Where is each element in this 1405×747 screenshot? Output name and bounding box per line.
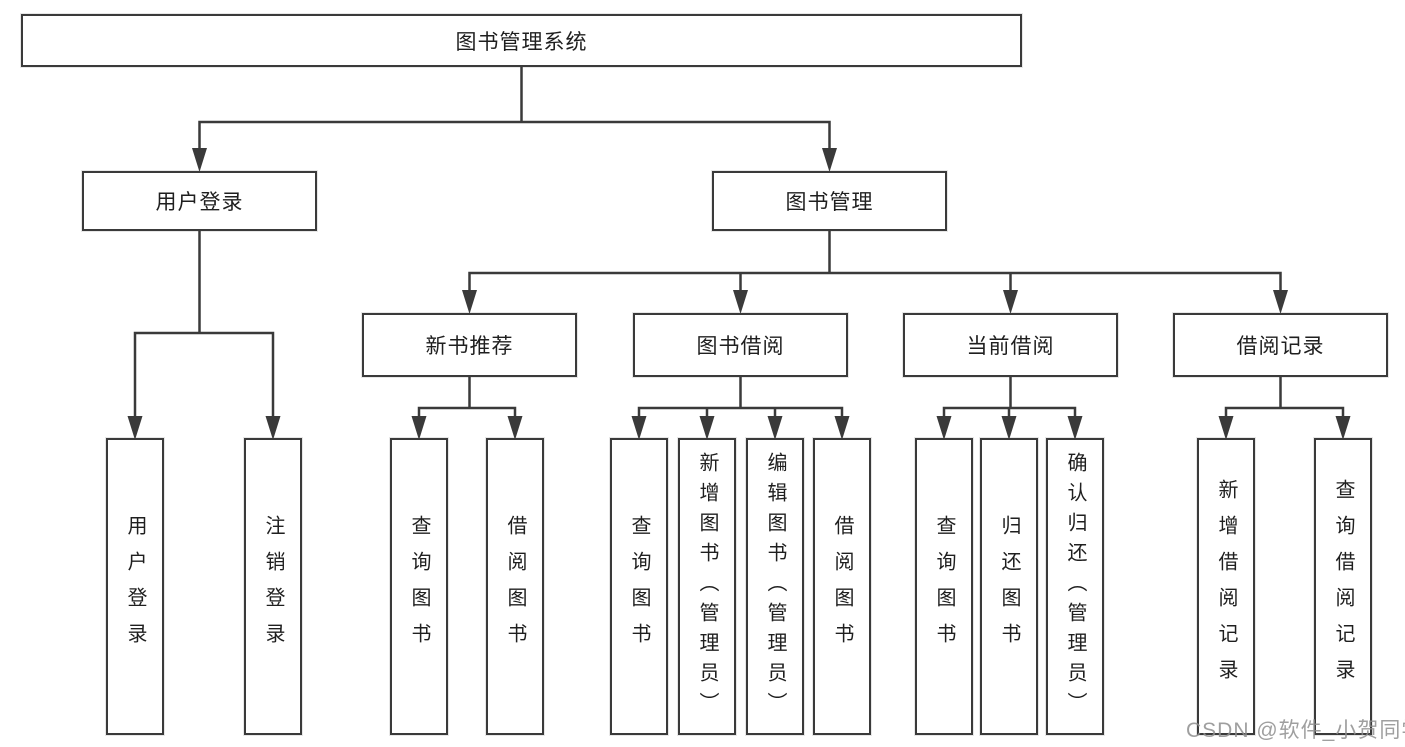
leaf-cb-return-book: 归还图书 [980, 438, 1038, 735]
leaf-label: 借阅图书 [504, 514, 526, 659]
leaf-label: 借阅图书 [831, 514, 853, 659]
leaf-label: 注销登录 [262, 514, 284, 659]
leaf-rec-add-borrow-record: 新增借阅记录 [1197, 438, 1255, 735]
node-current-borrow: 当前借阅 [903, 313, 1118, 377]
leaf-user-login: 用户登录 [106, 438, 164, 735]
node-book-management: 图书管理 [712, 171, 947, 231]
node-user-login: 用户登录 [82, 171, 317, 231]
leaf-label: 查询图书 [408, 514, 430, 659]
leaf-label: 归还图书 [998, 514, 1020, 659]
node-label: 用户登录 [155, 191, 244, 214]
leaf-label: 新增借阅记录 [1215, 478, 1237, 695]
leaf-label: 确认归还（管理员） [1064, 451, 1086, 722]
node-label: 图书管理 [785, 191, 874, 214]
node-label: 当前借阅 [966, 335, 1055, 358]
leaf-nb-query-book: 查询图书 [390, 438, 448, 735]
node-label: 图书借阅 [696, 335, 785, 358]
leaf-cb-confirm-return-admin: 确认归还（管理员） [1046, 438, 1104, 735]
node-borrow-record: 借阅记录 [1173, 313, 1388, 377]
leaf-bb-borrow-book: 借阅图书 [813, 438, 871, 735]
arrowheads [127, 148, 1351, 440]
node-label: 借阅记录 [1236, 335, 1325, 358]
leaf-bb-add-book-admin: 新增图书（管理员） [678, 438, 736, 735]
leaf-label: 查询图书 [933, 514, 955, 659]
leaf-label: 编辑图书（管理员） [764, 451, 786, 722]
leaf-label: 查询图书 [628, 514, 650, 659]
node-label: 图书管理系统 [455, 30, 588, 54]
leaf-nb-borrow-book: 借阅图书 [486, 438, 544, 735]
node-label: 新书推荐 [425, 335, 514, 358]
node-library-system: 图书管理系统 [21, 14, 1022, 67]
leaf-label: 用户登录 [124, 514, 146, 659]
leaf-logout: 注销登录 [244, 438, 302, 735]
node-new-book-recommend: 新书推荐 [362, 313, 577, 377]
leaf-cb-query-book: 查询图书 [915, 438, 973, 735]
leaf-label: 查询借阅记录 [1332, 478, 1354, 695]
watermark: CSDN @软件_小贺同学 [1186, 719, 1405, 742]
leaf-bb-edit-book-admin: 编辑图书（管理员） [746, 438, 804, 735]
node-book-borrow: 图书借阅 [633, 313, 848, 377]
leaf-label: 新增图书（管理员） [696, 451, 718, 722]
leaf-bb-query-book: 查询图书 [610, 438, 668, 735]
leaf-rec-query-borrow-record: 查询借阅记录 [1314, 438, 1372, 735]
